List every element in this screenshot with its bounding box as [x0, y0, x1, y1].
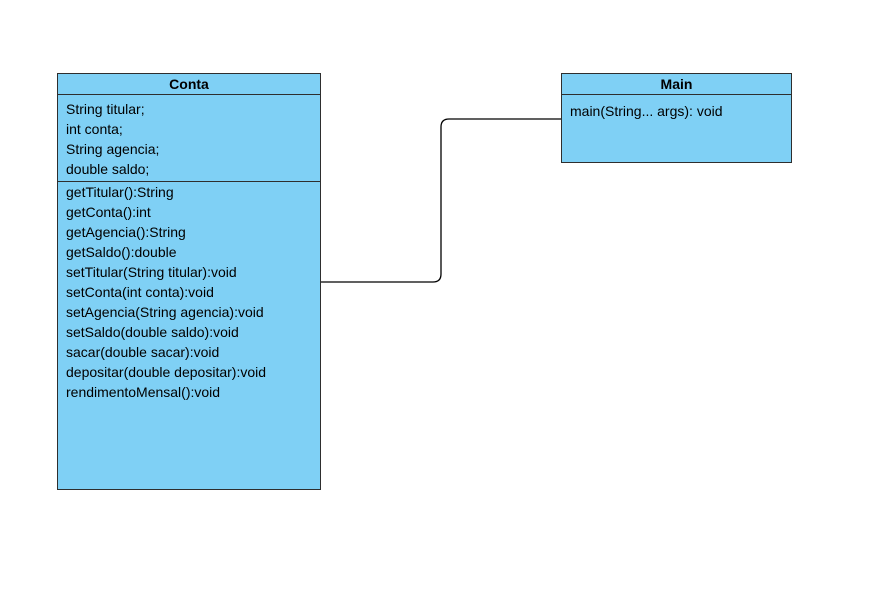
class-conta-methods: getTitular():String getConta():int getAg…	[58, 182, 320, 402]
class-conta[interactable]: Conta String titular; int conta; String …	[57, 73, 321, 490]
method: setAgencia(String agencia):void	[66, 304, 264, 320]
class-conta-name: Conta	[58, 74, 320, 95]
method: getConta():int	[66, 204, 151, 220]
method: sacar(double sacar):void	[66, 344, 220, 360]
class-main-methods: main(String... args): void	[562, 95, 791, 121]
attribute: String agencia;	[66, 141, 160, 157]
method: getAgencia():String	[66, 224, 186, 240]
method: main(String... args): void	[570, 103, 723, 119]
method: rendimentoMensal():void	[66, 384, 221, 400]
method: getTitular():String	[66, 184, 174, 200]
method: getSaldo():double	[66, 244, 177, 260]
attribute: double saldo;	[66, 161, 150, 177]
method: depositar(double depositar):void	[66, 364, 267, 380]
class-main-name: Main	[562, 74, 791, 95]
method: setTitular(String titular):void	[66, 264, 237, 280]
attribute: String titular;	[66, 101, 145, 117]
attribute: int conta;	[66, 121, 123, 137]
association-line	[321, 118, 561, 283]
class-conta-attributes: String titular; int conta; String agenci…	[58, 95, 320, 182]
class-main[interactable]: Main main(String... args): void	[561, 73, 792, 163]
method: setConta(int conta):void	[66, 284, 214, 300]
method: setSaldo(double saldo):void	[66, 324, 239, 340]
